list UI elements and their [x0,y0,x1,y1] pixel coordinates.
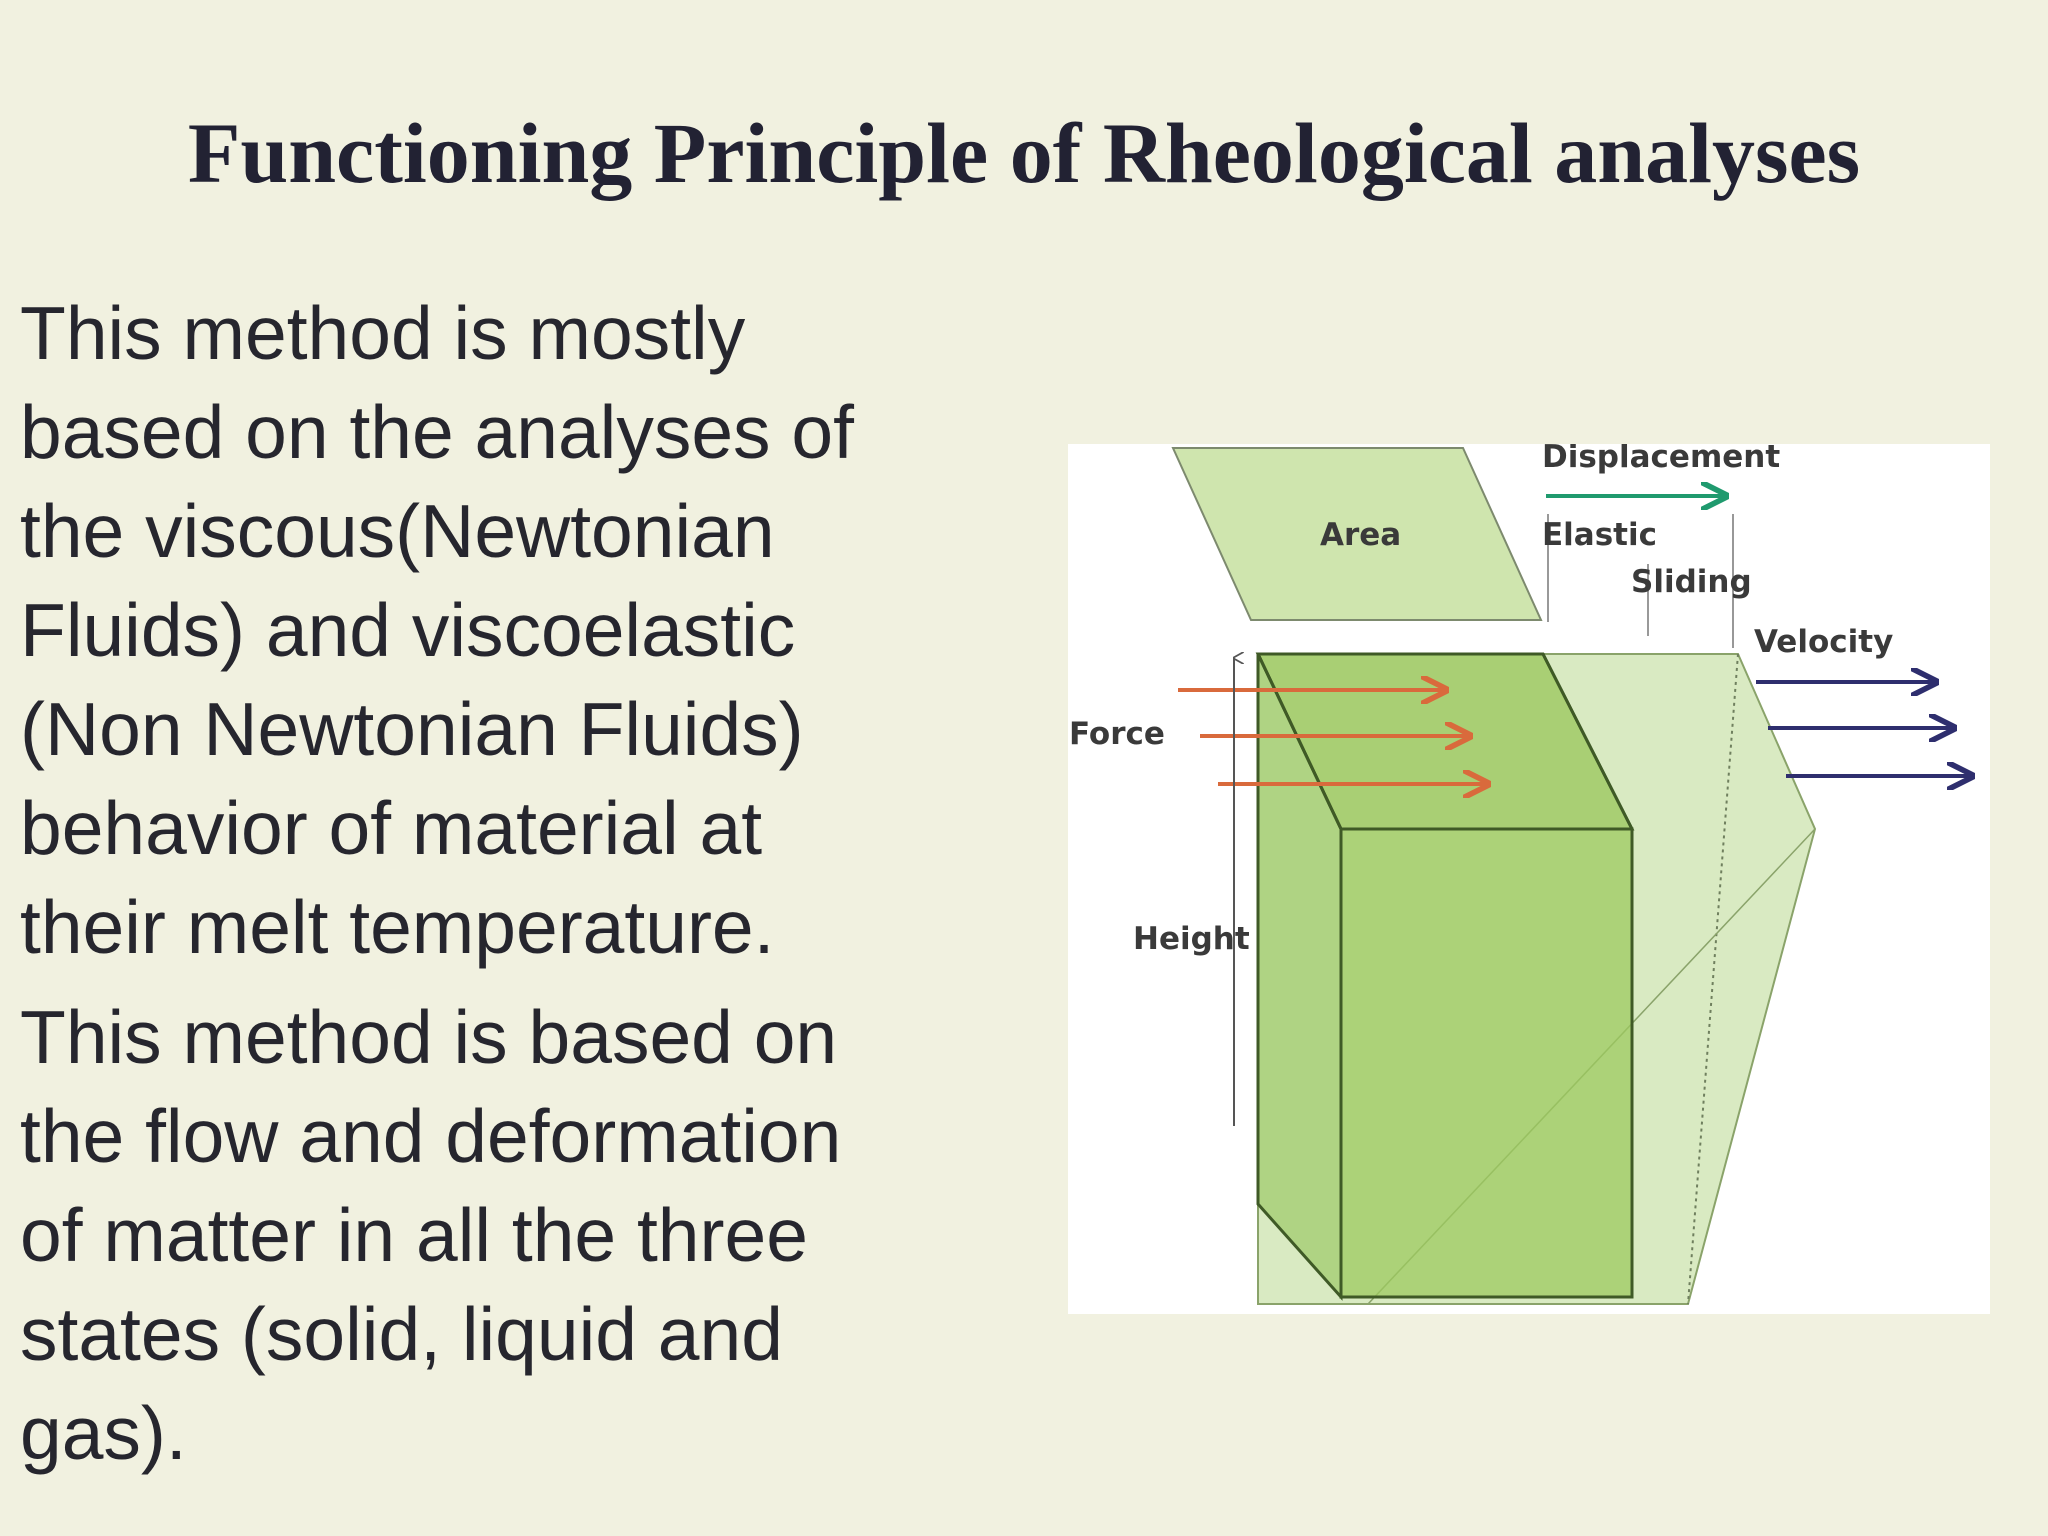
label-displacement: Displacement [1542,444,1780,475]
label-sliding: Sliding [1631,564,1752,600]
label-area: Area [1320,517,1401,553]
label-elastic: Elastic [1542,517,1657,553]
label-force: Force [1069,716,1165,752]
slide-title: Functioning Principle of Rheological ana… [187,105,1861,201]
label-velocity: Velocity [1754,624,1893,660]
shear-diagram-svg: Displacement Area Elastic Sliding Veloci… [1069,444,1990,1305]
body-text: This method is mostly based on the analy… [20,284,1030,1483]
label-height: Height [1133,921,1250,957]
area-plate [1171,447,1543,621]
paragraph-flow-deformation: This method is based on the flow and def… [20,995,842,1475]
rheology-shear-diagram: Displacement Area Elastic Sliding Veloci… [1068,444,1990,1314]
paragraph-viscous-behavior: This method is mostly based on the analy… [20,291,854,969]
block-front-face [1339,827,1634,1299]
